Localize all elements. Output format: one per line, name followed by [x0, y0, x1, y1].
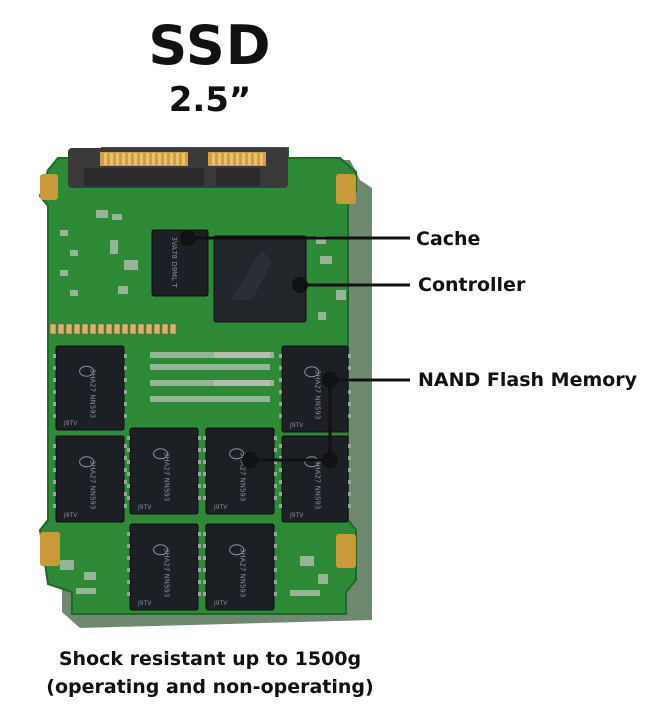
nand-chip-code: J9TV [63, 512, 78, 519]
nand-leader-dot-3 [242, 452, 258, 468]
nand-chip-code: J9TV [137, 504, 152, 511]
nand-chip-marking: 3HA27 NN593 [162, 452, 170, 501]
page-subtitle: 2.5” [168, 80, 252, 120]
caption-line-1: Shock resistant up to 1500g [58, 648, 362, 670]
nand-leader-dot-2 [322, 452, 338, 468]
nand-chip-marking: 3HA27 NN593 [162, 548, 170, 597]
nand-chip-marking: 3HA27 NN593 [88, 369, 96, 418]
page-title: SSD [148, 14, 272, 77]
nand-chip-code: J9TV [213, 600, 228, 607]
label-cache: Cache [416, 228, 481, 250]
resistor-row [49, 323, 177, 335]
nand-chip-marking: 3HA27 NN593 [238, 452, 246, 501]
nand-chip-code: J9TV [137, 600, 152, 607]
nand-chip-marking: 3HA27 NN593 [313, 460, 321, 509]
nand-chip-code: J9TV [63, 420, 78, 427]
nand-chip-code: J9TV [213, 504, 228, 511]
controller-leader-dot [292, 277, 308, 293]
nand-chip-marking: 3HA27 NN593 [313, 370, 321, 419]
controller-chip [213, 235, 307, 323]
nand-chip-marking: 3HA27 NN593 [238, 548, 246, 597]
nand-chip-code: J9TV [289, 512, 304, 519]
caption-line-2: (operating and non-operating) [46, 676, 374, 698]
label-controller: Controller [418, 274, 526, 296]
cache-chip-marking: 3VA78 D9ML T [170, 237, 178, 289]
cache-leader-dot [180, 230, 196, 246]
sata-connector [68, 148, 288, 188]
label-nand-flash-memory: NAND Flash Memory [418, 369, 638, 391]
nand-chip-code: J9TV [289, 422, 304, 429]
smd-components [60, 210, 346, 596]
callout-leaders [180, 230, 410, 468]
nand-chip-marking: 3HA27 NN593 [88, 460, 96, 509]
cache-chip: 3VA78 D9ML T [151, 229, 209, 297]
nand-leader-dot-1 [322, 372, 338, 388]
mounting-pads [40, 174, 356, 568]
